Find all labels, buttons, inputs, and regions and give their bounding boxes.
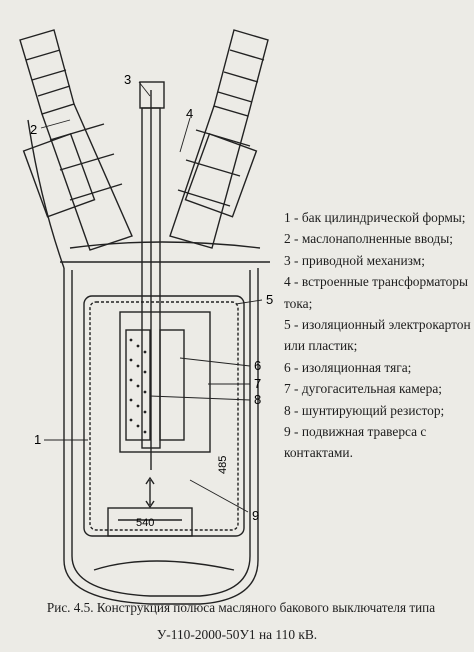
shunt-resistor	[129, 338, 147, 434]
legend-list: 1 - бак цилиндрической формы; 2 - маслон…	[284, 207, 472, 464]
legend-item: 9 - подвижная траверса с контактами.	[284, 424, 427, 461]
callout-3: 3	[124, 72, 131, 87]
dimension-540: 540	[136, 517, 154, 529]
legend-item: 4 - встроенные трансформаторы тока;	[284, 274, 469, 311]
callout-5: 5	[266, 292, 273, 307]
legend-item: 5 - изоляционный электрокартон или пласт…	[284, 317, 471, 354]
tank-outline	[63, 268, 259, 605]
legend-item: 8 - шунтирующий резистор;	[284, 402, 445, 418]
insulation-liner	[83, 295, 245, 537]
arc-chamber	[119, 311, 211, 453]
callout-1: 1	[34, 432, 41, 447]
figure-caption-model: У-110-2000-50У1 на 110 кВ.	[156, 627, 318, 642]
right-bushing	[169, 29, 269, 249]
callout-9: 9	[252, 508, 259, 523]
dimension-485: 485	[217, 456, 229, 474]
legend-item: 2 - маслонаполненные вводы;	[284, 231, 453, 247]
callout-6: 6	[254, 358, 261, 373]
callout-4: 4	[186, 106, 193, 121]
legend-item: 1 - бак цилиндрической формы;	[284, 210, 466, 225]
legend-item: 6 - изоляционная тяга;	[284, 359, 412, 375]
callout-2: 2	[30, 122, 37, 137]
callout-7: 7	[254, 376, 261, 391]
drive-mechanism	[139, 81, 165, 109]
left-bushing	[19, 29, 133, 251]
legend-item: 7 - дугогасительная камера;	[284, 381, 442, 397]
legend-item: 3 - приводной механизм;	[284, 252, 425, 268]
callout-8: 8	[254, 392, 261, 407]
figure-caption: Рис. 4.5. Конструкция полюса масляного б…	[46, 600, 436, 615]
